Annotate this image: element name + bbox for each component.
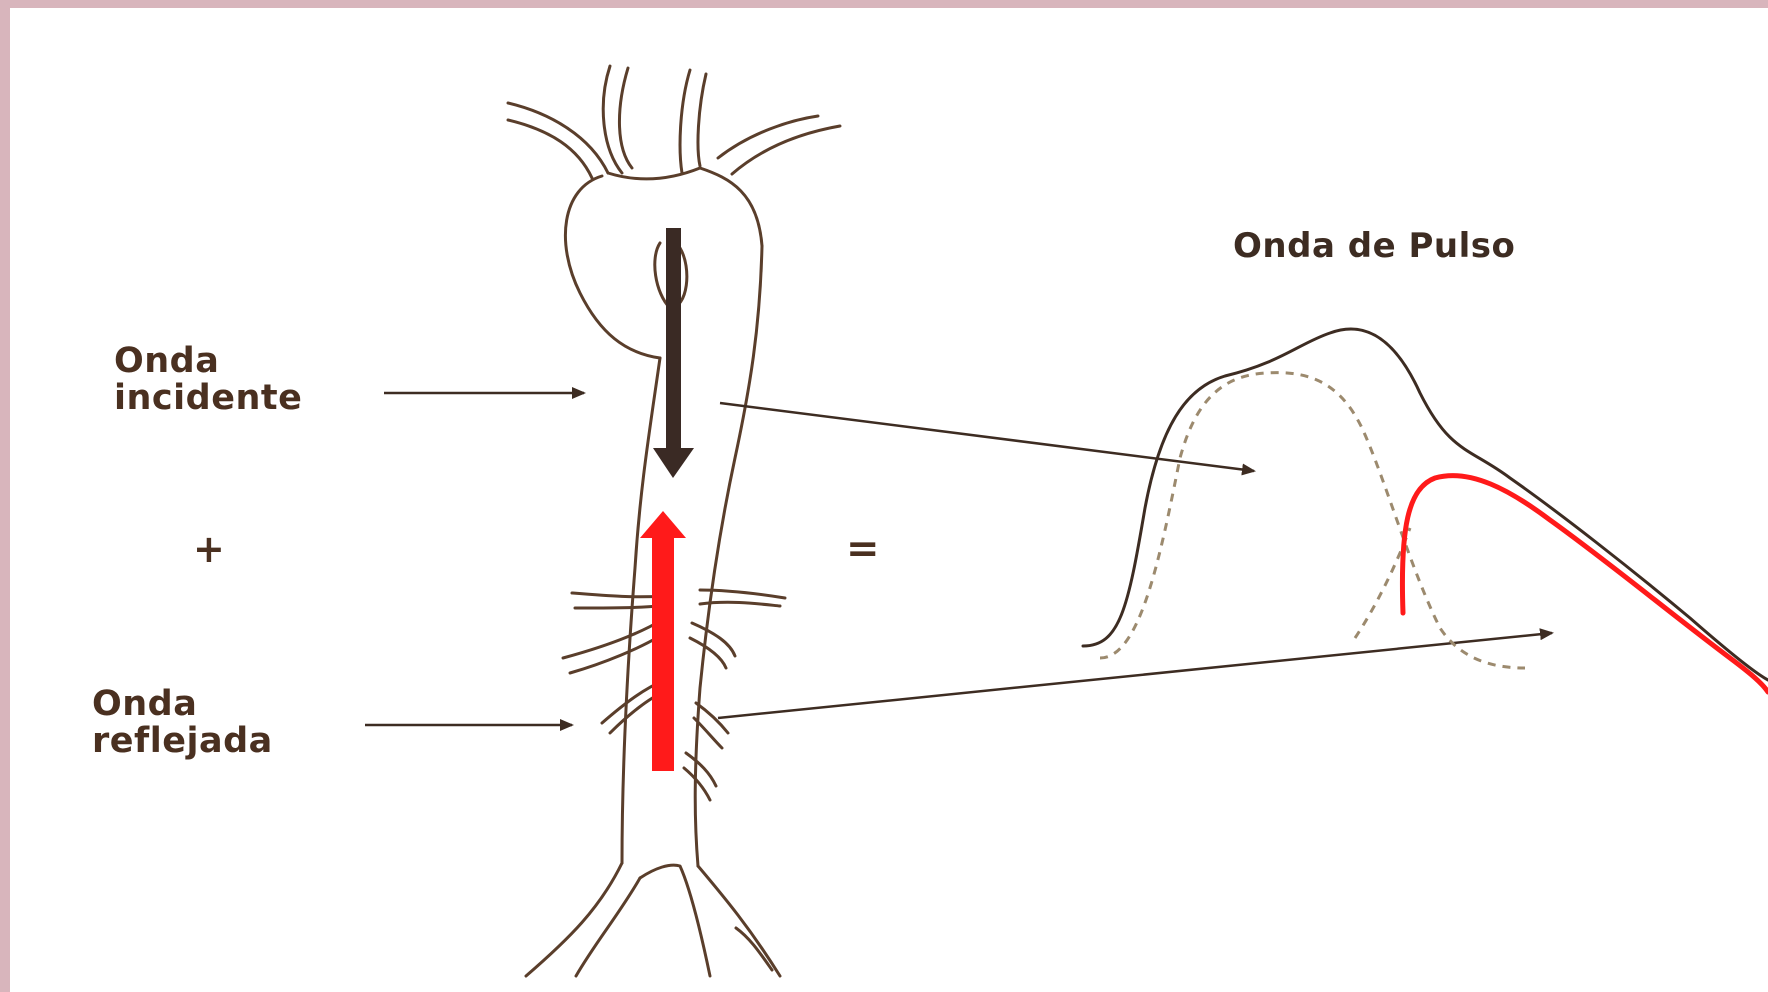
reflected-wave-red xyxy=(1402,476,1768,692)
reflected-wave-label-line2: reflejada xyxy=(92,723,273,760)
branch-7a xyxy=(686,753,716,786)
incident-wave-dashed xyxy=(1100,373,1525,668)
artery-tree xyxy=(508,66,840,976)
iliac-left-inner xyxy=(576,878,640,976)
incident-wave-label-line2: incidente xyxy=(114,380,302,417)
diagram-title: Onda de Pulso xyxy=(1233,229,1515,265)
diagram-canvas xyxy=(10,8,1768,992)
arrow-down-icon xyxy=(653,228,694,478)
reflected-to-wave-pointer xyxy=(718,633,1552,718)
head-branch-left xyxy=(508,103,608,173)
head-branch-right xyxy=(732,126,840,174)
branch-1b xyxy=(575,606,660,608)
equals-sign: = xyxy=(846,528,880,570)
head-branch-left-inner xyxy=(508,120,592,178)
head-branch-center-inner xyxy=(698,74,706,166)
reflected-wave-label-line1: Onda xyxy=(92,686,273,723)
reflected-wave-label: Onda reflejada xyxy=(92,686,273,760)
head-branch-right-inner xyxy=(718,116,818,158)
branch-1a xyxy=(572,593,665,597)
branch-4b xyxy=(690,638,726,668)
branch-2b xyxy=(700,602,780,606)
head-branch-center-left-inner xyxy=(619,68,632,168)
aorta-wall-right xyxy=(695,246,762,866)
incident-to-wave-pointer xyxy=(720,403,1254,471)
diagram-figure: Onda de Pulso Onda incidente Onda reflej… xyxy=(10,8,1768,992)
aortic-arch-top xyxy=(608,168,762,246)
label-pointers xyxy=(365,393,1552,725)
incident-wave-label-line1: Onda xyxy=(114,343,302,380)
plus-sign: + xyxy=(193,530,225,570)
branch-2a xyxy=(700,590,785,598)
iliac-left-outer xyxy=(526,863,622,976)
incident-wave-label: Onda incidente xyxy=(114,343,302,417)
head-branch-center xyxy=(680,70,690,173)
branch-3a xyxy=(563,620,662,658)
pulse-wave-curve xyxy=(1083,329,1768,680)
iliac-right-outer xyxy=(698,866,780,976)
arrow-up-icon xyxy=(640,511,686,771)
iliac-crotch xyxy=(640,865,710,976)
aortic-arch-outer xyxy=(565,176,660,358)
iliac-right-small xyxy=(736,928,772,970)
